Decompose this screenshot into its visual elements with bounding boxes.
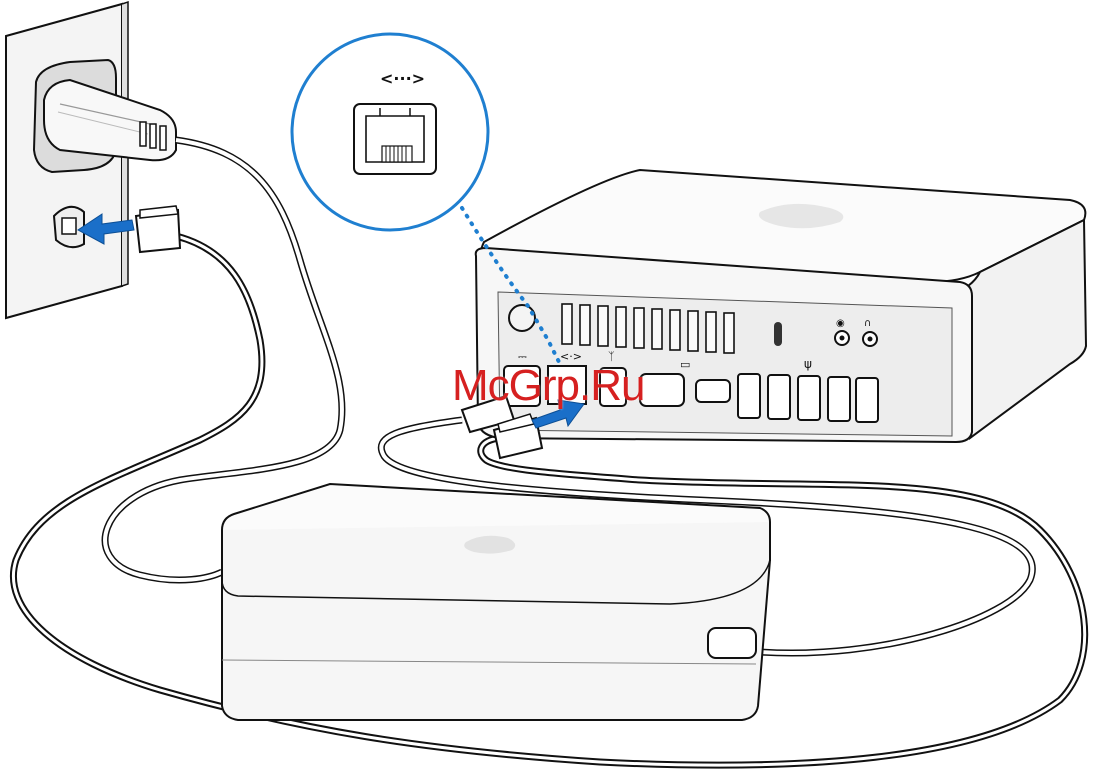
- headphone-symbol: ∩: [864, 318, 871, 329]
- phone-plug: [136, 206, 180, 252]
- usb-ports: [738, 374, 878, 422]
- display-port: [640, 374, 684, 406]
- security-slot: [774, 322, 782, 346]
- wall-outlet: [6, 2, 128, 318]
- callout-ethernet-symbol: <···>: [380, 69, 425, 88]
- ethernet-port-icon: [354, 104, 436, 174]
- hdmi-port: [696, 380, 730, 402]
- phone-jack: [54, 207, 84, 247]
- power-button: [509, 305, 535, 331]
- audio-in-symbol: ◉: [836, 318, 845, 329]
- watermark-text: McGrp.Ru: [452, 364, 644, 408]
- usb-symbol: ψ: [804, 357, 812, 371]
- power-adapter: [222, 484, 770, 720]
- display-symbol: ▭: [680, 358, 690, 371]
